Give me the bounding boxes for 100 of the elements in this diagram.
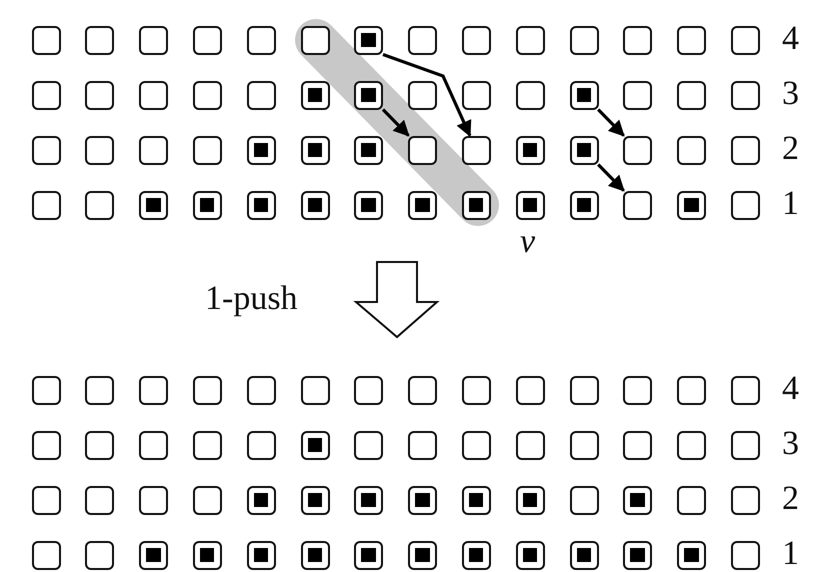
empty-square bbox=[730, 430, 760, 460]
filled-square bbox=[139, 190, 168, 220]
row-number: 3 bbox=[782, 77, 799, 111]
filled-square bbox=[516, 136, 545, 164]
filled-square bbox=[246, 540, 276, 570]
arrow bbox=[382, 53, 472, 137]
empty-square bbox=[139, 80, 168, 110]
empty-square bbox=[570, 430, 598, 460]
empty-square bbox=[85, 190, 114, 220]
empty-square bbox=[246, 80, 276, 110]
empty-square bbox=[246, 376, 276, 404]
empty-square bbox=[139, 376, 168, 404]
filled-square bbox=[354, 80, 384, 110]
empty-square bbox=[192, 26, 222, 54]
filled-square bbox=[300, 486, 330, 514]
empty-square bbox=[730, 376, 760, 404]
empty-square bbox=[408, 26, 438, 54]
empty-square bbox=[570, 26, 598, 54]
empty-square bbox=[300, 26, 330, 54]
empty-square bbox=[516, 430, 545, 460]
filled-square bbox=[408, 540, 438, 570]
filled-square bbox=[139, 540, 168, 570]
filled-square bbox=[408, 486, 438, 514]
empty-square bbox=[85, 486, 114, 514]
filled-square bbox=[354, 26, 384, 54]
empty-square bbox=[462, 136, 491, 164]
filled-square bbox=[677, 190, 706, 220]
empty-square bbox=[677, 486, 706, 514]
empty-square bbox=[32, 26, 60, 54]
row-number: 3 bbox=[782, 427, 799, 461]
filled-square bbox=[462, 540, 491, 570]
empty-square bbox=[623, 190, 652, 220]
empty-square bbox=[677, 80, 706, 110]
empty-square bbox=[32, 80, 60, 110]
filled-square bbox=[516, 540, 545, 570]
row-number: 1 bbox=[782, 537, 799, 571]
empty-square bbox=[246, 430, 276, 460]
empty-square bbox=[85, 430, 114, 460]
filled-square bbox=[516, 190, 545, 220]
empty-square bbox=[246, 26, 276, 54]
empty-square bbox=[462, 376, 491, 404]
empty-square bbox=[516, 26, 545, 54]
empty-square bbox=[677, 376, 706, 404]
empty-square bbox=[408, 80, 438, 110]
empty-square bbox=[677, 430, 706, 460]
empty-square bbox=[730, 486, 760, 514]
empty-square bbox=[139, 486, 168, 514]
filled-square bbox=[570, 80, 598, 110]
arrow bbox=[382, 108, 410, 137]
empty-square bbox=[192, 80, 222, 110]
empty-square bbox=[139, 430, 168, 460]
empty-square bbox=[623, 26, 652, 54]
empty-square bbox=[139, 26, 168, 54]
filled-square bbox=[354, 486, 384, 514]
empty-square bbox=[623, 376, 652, 404]
filled-square bbox=[246, 136, 276, 164]
vertex-label: v bbox=[520, 225, 536, 259]
empty-square bbox=[85, 26, 114, 54]
filled-square bbox=[570, 540, 598, 570]
filled-square bbox=[300, 540, 330, 570]
empty-square bbox=[85, 540, 114, 570]
row-number: 2 bbox=[782, 482, 799, 516]
empty-square bbox=[462, 80, 491, 110]
filled-square bbox=[300, 136, 330, 164]
filled-square bbox=[300, 430, 330, 460]
empty-square bbox=[354, 376, 384, 404]
empty-square bbox=[623, 136, 652, 164]
empty-square bbox=[192, 430, 222, 460]
empty-square bbox=[32, 486, 60, 514]
filled-square bbox=[623, 540, 652, 570]
row-number: 4 bbox=[782, 372, 799, 406]
empty-square bbox=[192, 486, 222, 514]
empty-square bbox=[32, 190, 60, 220]
operation-label: 1-push bbox=[205, 282, 298, 316]
empty-square bbox=[516, 376, 545, 404]
filled-square bbox=[300, 190, 330, 220]
empty-square bbox=[730, 190, 760, 220]
row-number: 1 bbox=[782, 187, 799, 221]
filled-square bbox=[516, 486, 545, 514]
empty-square bbox=[570, 486, 598, 514]
empty-square bbox=[408, 376, 438, 404]
empty-square bbox=[32, 540, 60, 570]
empty-square bbox=[730, 136, 760, 164]
arrow bbox=[597, 163, 625, 192]
empty-square bbox=[408, 136, 438, 164]
empty-square bbox=[192, 136, 222, 164]
filled-square bbox=[192, 190, 222, 220]
empty-square bbox=[516, 80, 545, 110]
empty-square bbox=[32, 136, 60, 164]
filled-square bbox=[354, 540, 384, 570]
empty-square bbox=[300, 376, 330, 404]
arrow bbox=[597, 108, 625, 137]
empty-square bbox=[730, 26, 760, 54]
filled-square bbox=[462, 486, 491, 514]
empty-square bbox=[32, 376, 60, 404]
empty-square bbox=[85, 80, 114, 110]
filled-square bbox=[192, 540, 222, 570]
empty-square bbox=[85, 376, 114, 404]
row-number: 4 bbox=[782, 22, 799, 56]
empty-square bbox=[570, 376, 598, 404]
